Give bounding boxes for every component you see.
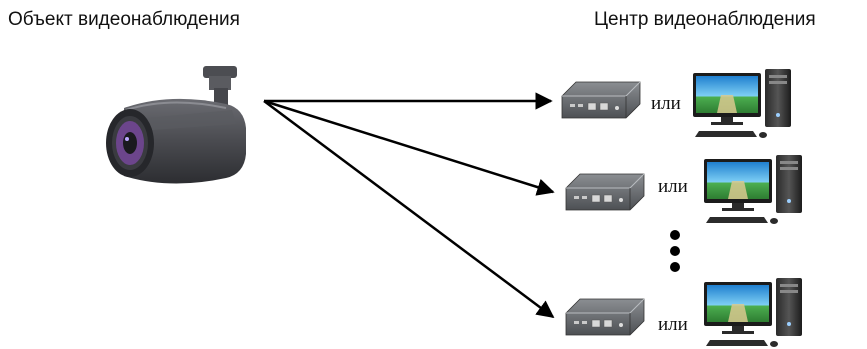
vertical-ellipsis-icon	[670, 230, 680, 272]
arrow-to-receiver-3	[263, 99, 555, 319]
desktop-computer-icon	[704, 278, 802, 347]
desktop-computer-icon	[693, 69, 791, 138]
arrow-to-receiver-2	[263, 99, 555, 196]
cctv-bullet-camera-icon	[106, 66, 246, 184]
receiver-2-or-label: или	[658, 176, 688, 197]
video-decoder-box-icon	[561, 81, 641, 119]
receiver-1-or-label: или	[651, 93, 681, 114]
monitoring-center-label: Центр видеонаблюдения	[594, 9, 816, 30]
receiver-3-or-label: или	[658, 314, 688, 335]
video-decoder-box-icon	[565, 173, 645, 211]
desktop-computer-icon	[704, 155, 802, 224]
source-site-label: Объект видеонаблюдения	[8, 9, 240, 30]
video-decoder-box-icon	[565, 298, 645, 336]
